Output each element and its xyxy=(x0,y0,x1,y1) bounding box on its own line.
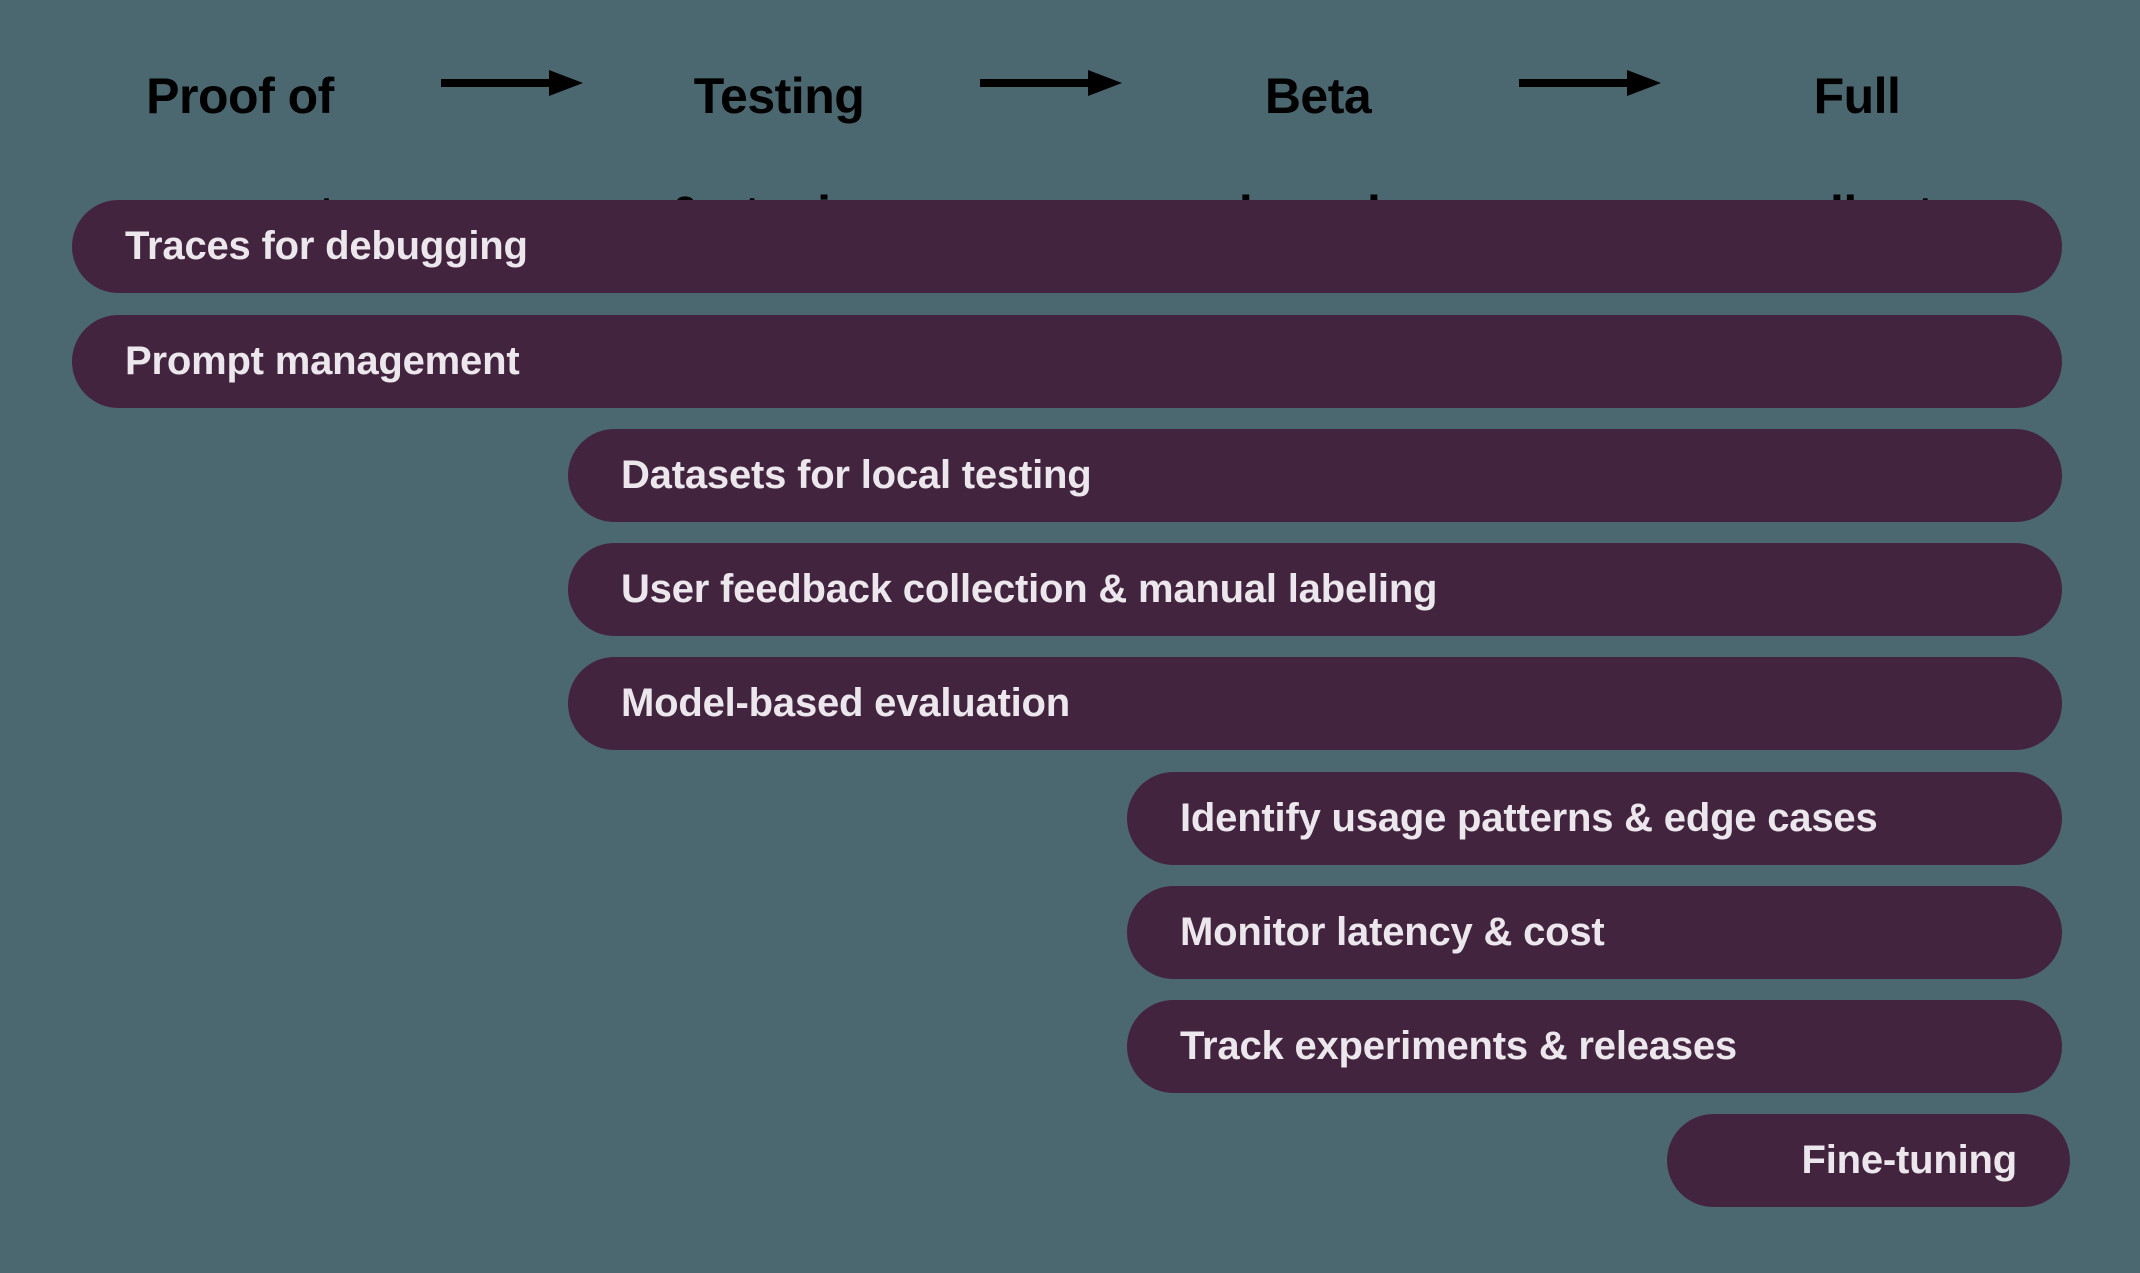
capability-bar-model-based-evaluation[interactable]: Model-based evaluation xyxy=(568,657,2062,750)
capability-bar-label: Fine-tuning xyxy=(1801,1138,2017,1182)
capability-bar-label: Model-based evaluation xyxy=(621,681,1071,725)
capability-bar-monitor-latency-and-cost[interactable]: Monitor latency & cost xyxy=(1127,886,2062,979)
capability-bar-label: Traces for debugging xyxy=(125,224,528,268)
stage-label-line1: Proof of xyxy=(146,68,334,124)
capability-bar-user-feedback-collection[interactable]: User feedback collection & manual labeli… xyxy=(568,543,2062,636)
arrow-stage-3-to-4 xyxy=(1519,68,1661,98)
stage-header-row: Proof of concept Testing & staging Beta … xyxy=(0,0,2140,242)
stage-label-line1: Beta xyxy=(1264,68,1372,124)
capability-bar-label: Identify usage patterns & edge cases xyxy=(1180,796,1878,840)
capability-bar-label: Monitor latency & cost xyxy=(1180,910,1605,954)
capability-bar-label: Prompt management xyxy=(125,339,520,383)
capability-bar-identify-usage-patterns[interactable]: Identify usage patterns & edge cases xyxy=(1127,772,2062,865)
capability-bar-label: Datasets for local testing xyxy=(621,453,1092,497)
capability-bar-label: Track experiments & releases xyxy=(1180,1024,1737,1068)
capability-bar-prompt-management[interactable]: Prompt management xyxy=(72,315,2062,408)
capability-bar-fine-tuning[interactable]: Fine-tuning xyxy=(1667,1114,2070,1207)
stage-label-line1: Testing xyxy=(693,68,865,124)
arrow-stage-1-to-2 xyxy=(441,68,583,98)
capability-bar-label: User feedback collection & manual labeli… xyxy=(621,567,1438,611)
stage-label-line1: Full xyxy=(1813,68,1901,124)
capability-bar-track-experiments-and-releases[interactable]: Track experiments & releases xyxy=(1127,1000,2062,1093)
capability-bar-datasets-for-local-testing[interactable]: Datasets for local testing xyxy=(568,429,2062,522)
arrow-stage-2-to-3 xyxy=(980,68,1122,98)
capability-bar-traces-for-debugging[interactable]: Traces for debugging xyxy=(72,200,2062,293)
